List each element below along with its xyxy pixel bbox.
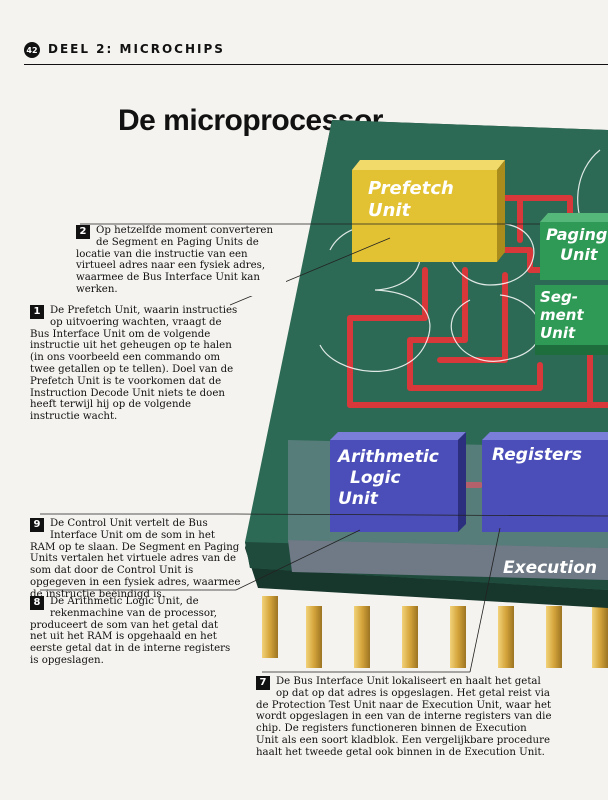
execution-label: Execution [503, 558, 597, 578]
alu-label-line3: Unit [338, 489, 379, 509]
pin [354, 606, 370, 668]
segment-label-line2: ment [540, 306, 584, 324]
registers-block [482, 440, 608, 532]
caption-text: De Control Unit vertelt de Bus Interface… [30, 518, 241, 600]
prefetch-unit-side [497, 160, 505, 262]
caption-9: 9 De Control Unit vertelt de Bus Interfa… [30, 518, 242, 601]
caption-text: De Arithmetic Logic Unit, de rekenmachin… [30, 596, 231, 666]
paging-label-line1: Paging [546, 225, 607, 244]
alu-label-line2: Logic [350, 468, 401, 488]
pin [498, 606, 514, 668]
caption-text: Op hetzelfde moment converteren de Segme… [76, 225, 274, 295]
bus-line [407, 267, 543, 391]
chip-pins [262, 596, 608, 668]
alu-block [330, 440, 458, 532]
registers-label: Registers [492, 445, 582, 465]
alu-label-line1: Arithmetic [336, 447, 439, 467]
section-title: DEEL 2: MICROCHIPS [48, 42, 225, 56]
bus-line [347, 267, 428, 408]
caption-2: 2 Op hetzelfde moment converteren de Seg… [76, 225, 286, 296]
pin [450, 606, 466, 668]
pin [546, 606, 562, 668]
leader-line-9b [235, 513, 608, 517]
pin [306, 606, 322, 668]
paging-unit-top [540, 213, 608, 222]
caption-1: 1 De Prefetch Unit, waarin instructies o… [30, 305, 240, 423]
leader-line-8b [235, 529, 361, 591]
pin [592, 606, 608, 668]
caption-number: 7 [256, 676, 270, 690]
pin [402, 606, 418, 668]
caption-8: 8 De Arithmetic Logic Unit, de rekenmach… [30, 596, 236, 667]
segment-unit-side [535, 345, 608, 355]
paging-label-line2: Unit [560, 245, 599, 264]
alu-top [330, 432, 466, 440]
segment-unit-block [535, 285, 608, 345]
caption-number: 8 [30, 596, 44, 610]
caption-number: 2 [76, 225, 90, 239]
prefetch-label-line1: Prefetch [368, 178, 454, 199]
prefetch-unit-top [352, 160, 505, 170]
caption-text: De Bus Interface Unit lokaliseert en haa… [256, 676, 552, 758]
caption-number: 1 [30, 305, 44, 319]
page-header: 42 DEEL 2: MICROCHIPS [24, 42, 608, 65]
caption-number: 9 [30, 518, 44, 532]
pin [262, 596, 278, 658]
segment-label-line1: Seg- [540, 288, 578, 306]
segment-label-line3: Unit [540, 324, 576, 342]
prefetch-label-line2: Unit [368, 200, 412, 221]
alu-side [458, 432, 466, 532]
caption-7: 7 De Bus Interface Unit lokaliseert en h… [256, 676, 552, 759]
execution-unit-base [288, 540, 608, 580]
paging-unit-block [540, 222, 608, 280]
page-number: 42 [24, 42, 40, 58]
leader-line-7b [469, 527, 501, 673]
caption-text: De Prefetch Unit, waarin instructies op … [30, 305, 238, 423]
registers-top [482, 432, 608, 440]
